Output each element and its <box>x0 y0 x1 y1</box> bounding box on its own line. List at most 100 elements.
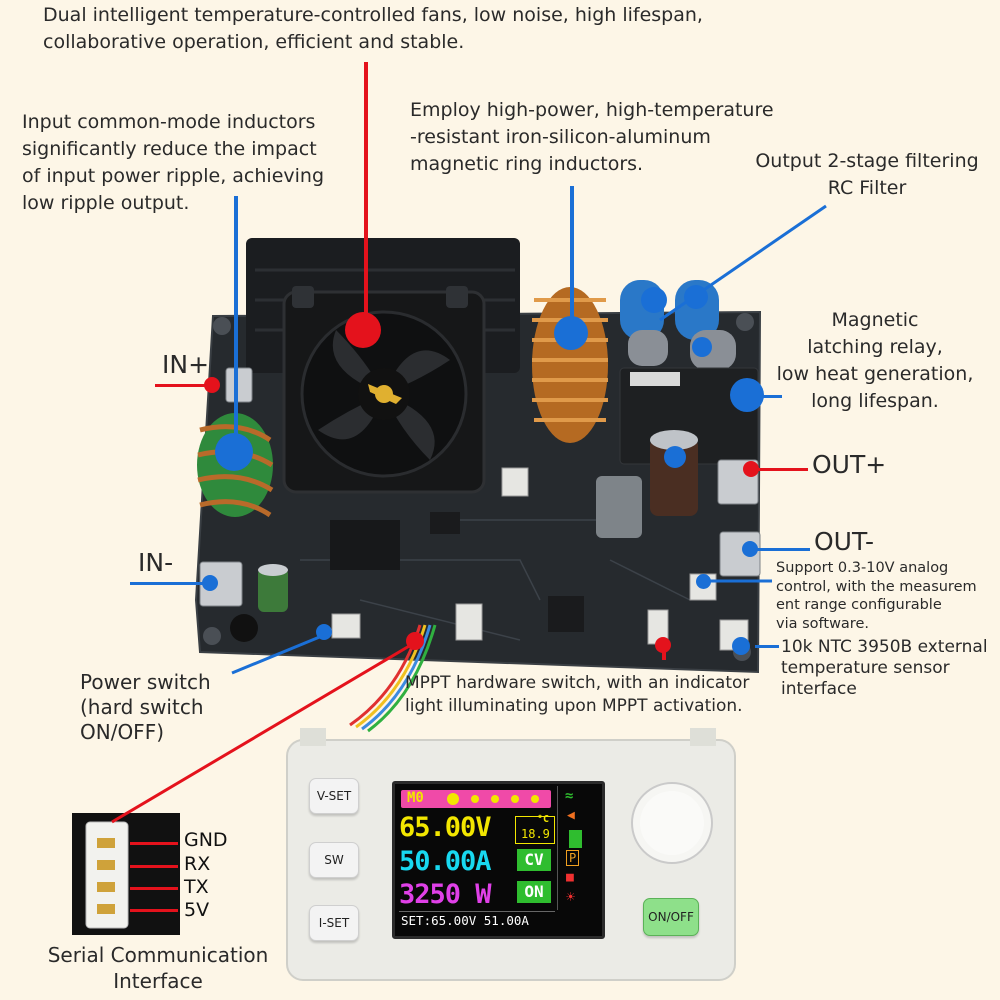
marker-in-plus <box>204 377 220 393</box>
input-capacitor <box>258 564 288 612</box>
lcd-set-line: SET:65.00V 51.00A <box>401 913 529 928</box>
lock-icon: ■ <box>566 870 574 885</box>
callout-line-magnetic-ring <box>570 186 574 334</box>
caption-line: collaborative operation, efficient and s… <box>43 31 465 53</box>
callout-line-ntc <box>755 645 779 648</box>
caption-line: Support 0.3-10V analog <box>776 560 949 576</box>
caption-rc-filter: Output 2-stage filtering RC Filter <box>746 148 988 202</box>
marker-output-capacitor <box>664 446 686 468</box>
caption-line: Serial Communication <box>47 943 269 967</box>
caption-power-switch: Power switch (hard switch ON/OFF) <box>80 670 211 745</box>
label-out-minus: OUT- <box>814 527 874 556</box>
caption-fans: Dual intelligent temperature-controlled … <box>43 2 703 56</box>
label-out-plus: OUT+ <box>812 450 887 479</box>
caption-line: Input common-mode inductors <box>22 111 316 133</box>
marker-out-plus <box>743 461 759 477</box>
lcd-voltage: 65.00V <box>399 812 492 843</box>
marker-relay <box>730 378 764 412</box>
caption-line: light illuminating upon MPPT activation. <box>405 696 743 716</box>
marker-input-inductor <box>215 433 253 471</box>
lcd-rule <box>399 911 555 912</box>
iset-button[interactable]: I-SET <box>309 905 359 941</box>
speaker-icon: ◀ <box>567 808 575 823</box>
pin-label-5v: 5V <box>184 899 210 921</box>
caption-line: magnetic ring inductors. <box>410 153 644 175</box>
lcd-temp-unit: °C <box>537 814 550 825</box>
marker-power-switch <box>316 624 332 640</box>
caption-line: Power switch <box>80 670 211 694</box>
sw-button[interactable]: SW <box>309 842 359 878</box>
marker-analog-control <box>696 574 711 589</box>
caption-line: low ripple output. <box>22 192 190 214</box>
callout-line-in-plus <box>155 384 211 387</box>
pin-label-gnd: GND <box>184 829 228 851</box>
lcd-indicator-dot <box>471 795 479 803</box>
marker-rc-filter-2 <box>684 285 708 309</box>
caption-line: Magnetic <box>831 309 919 331</box>
pin-label-tx: TX <box>184 876 209 898</box>
callout-line-out-minus <box>748 548 810 551</box>
lcd-indicator-dot <box>491 795 499 803</box>
caption-mppt: MPPT hardware switch, with an indicator … <box>405 672 749 718</box>
lcd-temp-box <box>515 816 555 844</box>
marker-serial <box>406 632 424 650</box>
pin-label-rx: RX <box>184 853 211 875</box>
caption-line: control, with the measurem <box>776 578 977 595</box>
caption-relay: Magnetic latching relay, low heat genera… <box>766 307 984 415</box>
callout-line-in-minus <box>130 582 210 585</box>
callout-line-fans <box>364 62 368 330</box>
onoff-button[interactable]: ON/OFF <box>643 898 699 936</box>
lcd-indicator-dot <box>511 795 519 803</box>
lcd-temperature: 18.9 <box>521 827 550 841</box>
battery-icon <box>569 830 582 848</box>
callout-line-5v <box>130 909 178 912</box>
lcd-current: 50.00A <box>399 846 492 877</box>
caption-line: 10k NTC 3950B external <box>781 637 988 657</box>
p-icon: P <box>566 850 580 866</box>
caption-line: (hard switch <box>80 695 204 719</box>
caption-input-inductor: Input common-mode inductors significantl… <box>22 109 324 217</box>
callout-line-input-inductor <box>234 196 238 454</box>
lcd-on-badge: ON <box>517 881 551 903</box>
caption-line: of input power ripple, achieving <box>22 165 325 187</box>
caption-line: ent range configurable <box>776 597 942 613</box>
caption-line: latching relay, <box>807 336 943 358</box>
lcd-cv-badge: CV <box>517 849 551 871</box>
callout-line-gnd <box>130 842 178 845</box>
wifi-icon: ≈ <box>565 788 574 804</box>
callout-line-tx <box>130 887 178 890</box>
caption-line: RC Filter <box>827 177 907 199</box>
vset-button[interactable]: V-SET <box>309 778 359 814</box>
caption-line: Employ high-power, high-temperature <box>410 99 774 121</box>
caption-line: MPPT hardware switch, with an indicator <box>405 673 750 693</box>
caption-line: Output 2-stage filtering <box>755 150 979 172</box>
caption-magnetic-ring: Employ high-power, high-temperature -res… <box>410 97 774 178</box>
output-capacitor <box>650 430 698 516</box>
caption-line: long lifespan. <box>811 390 939 412</box>
caption-serial: Serial Communication Interface <box>40 942 276 994</box>
marker-ntc <box>732 637 750 655</box>
callout-line-relay <box>760 395 782 398</box>
caption-line: Interface <box>113 969 203 993</box>
caption-analog-control: Support 0.3-10V analog control, with the… <box>776 559 977 633</box>
caption-line: temperature sensor <box>781 658 950 678</box>
marker-out-minus <box>742 541 758 557</box>
caption-line: via software. <box>776 615 869 632</box>
lcd-power: 3250 W <box>399 879 492 910</box>
marker-rc-filter-3 <box>692 337 712 357</box>
lcd-indicator-dot <box>447 793 459 805</box>
marker-rc-filter-1 <box>641 287 667 313</box>
callout-line-out-plus <box>758 468 808 471</box>
caption-line: low heat generation, <box>776 363 974 385</box>
caption-line: Dual intelligent temperature-controlled … <box>43 4 703 26</box>
label-in-minus: IN- <box>138 548 174 577</box>
caption-line: significantly reduce the impact <box>22 138 317 160</box>
marker-magnetic-ring <box>554 316 588 350</box>
sun-icon: ☀ <box>566 888 576 906</box>
caption-line: ON/OFF) <box>80 720 164 744</box>
lcd-mode: M0 <box>407 790 424 806</box>
lcd-divider <box>557 786 558 910</box>
callout-line-rx <box>130 865 178 868</box>
lcd-indicator-dot <box>531 795 539 803</box>
marker-mppt <box>655 637 671 653</box>
